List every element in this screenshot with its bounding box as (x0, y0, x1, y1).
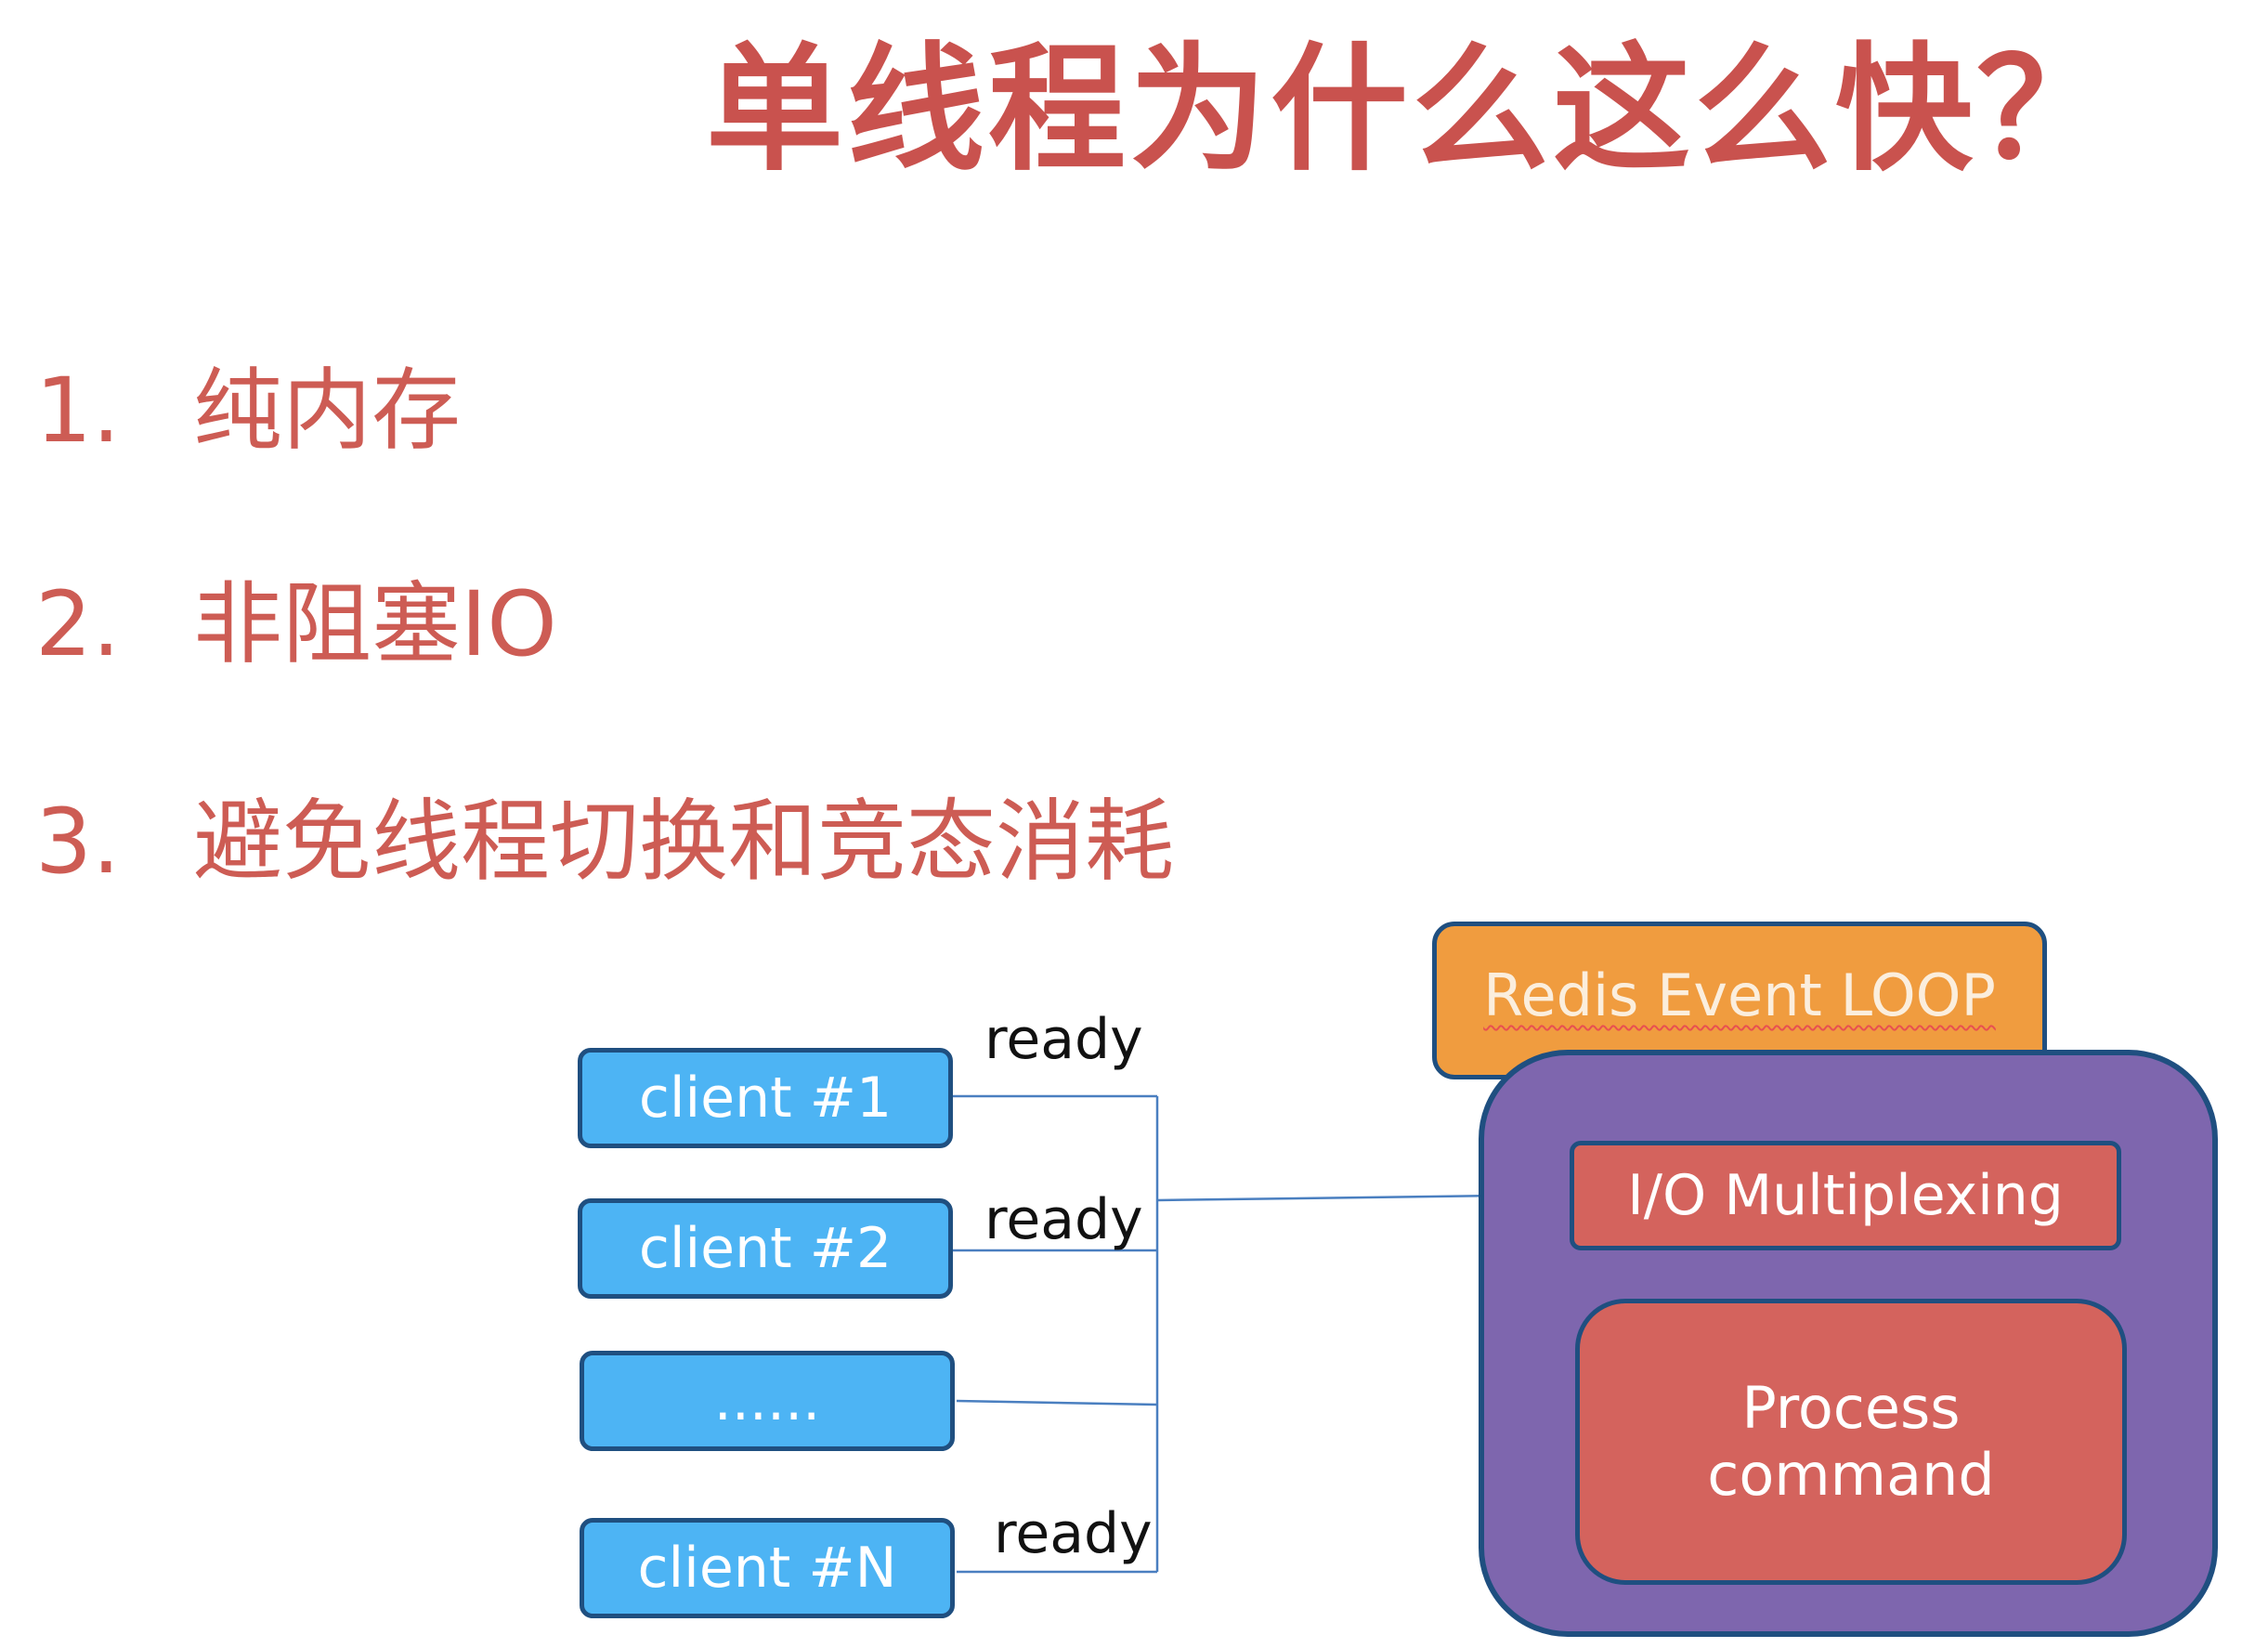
client-n-box: client #N (580, 1518, 955, 1618)
ready-label-1: ready (984, 1007, 1143, 1072)
process-command-label: Process command (1707, 1374, 1995, 1509)
point-1-text: 纯内存 (193, 359, 461, 463)
ready-label-2: ready (984, 1187, 1143, 1252)
point-3-number: 3. (35, 790, 121, 894)
point-2-number: 2. (35, 572, 121, 676)
client-2-box: client #2 (578, 1198, 953, 1299)
point-2-text: 非阻塞IO (193, 572, 557, 676)
ready-label-n: ready (994, 1501, 1153, 1566)
slide-title: 单线程为什么这么快？ (706, 30, 2118, 190)
redis-event-loop-label: Redis Event LOOP (1483, 961, 1996, 1029)
point-1-number: 1. (35, 359, 121, 463)
client-1-box: client #1 (578, 1048, 953, 1148)
io-multiplexing-box: I/O Multiplexing (1570, 1141, 2121, 1250)
process-command-box: Process command (1575, 1299, 2127, 1585)
client-ellipsis-box: ...... (580, 1351, 955, 1451)
connector-client-ellipsis (956, 1399, 1158, 1406)
point-3-text: 避免线程切换和竞态消耗 (193, 790, 1174, 894)
